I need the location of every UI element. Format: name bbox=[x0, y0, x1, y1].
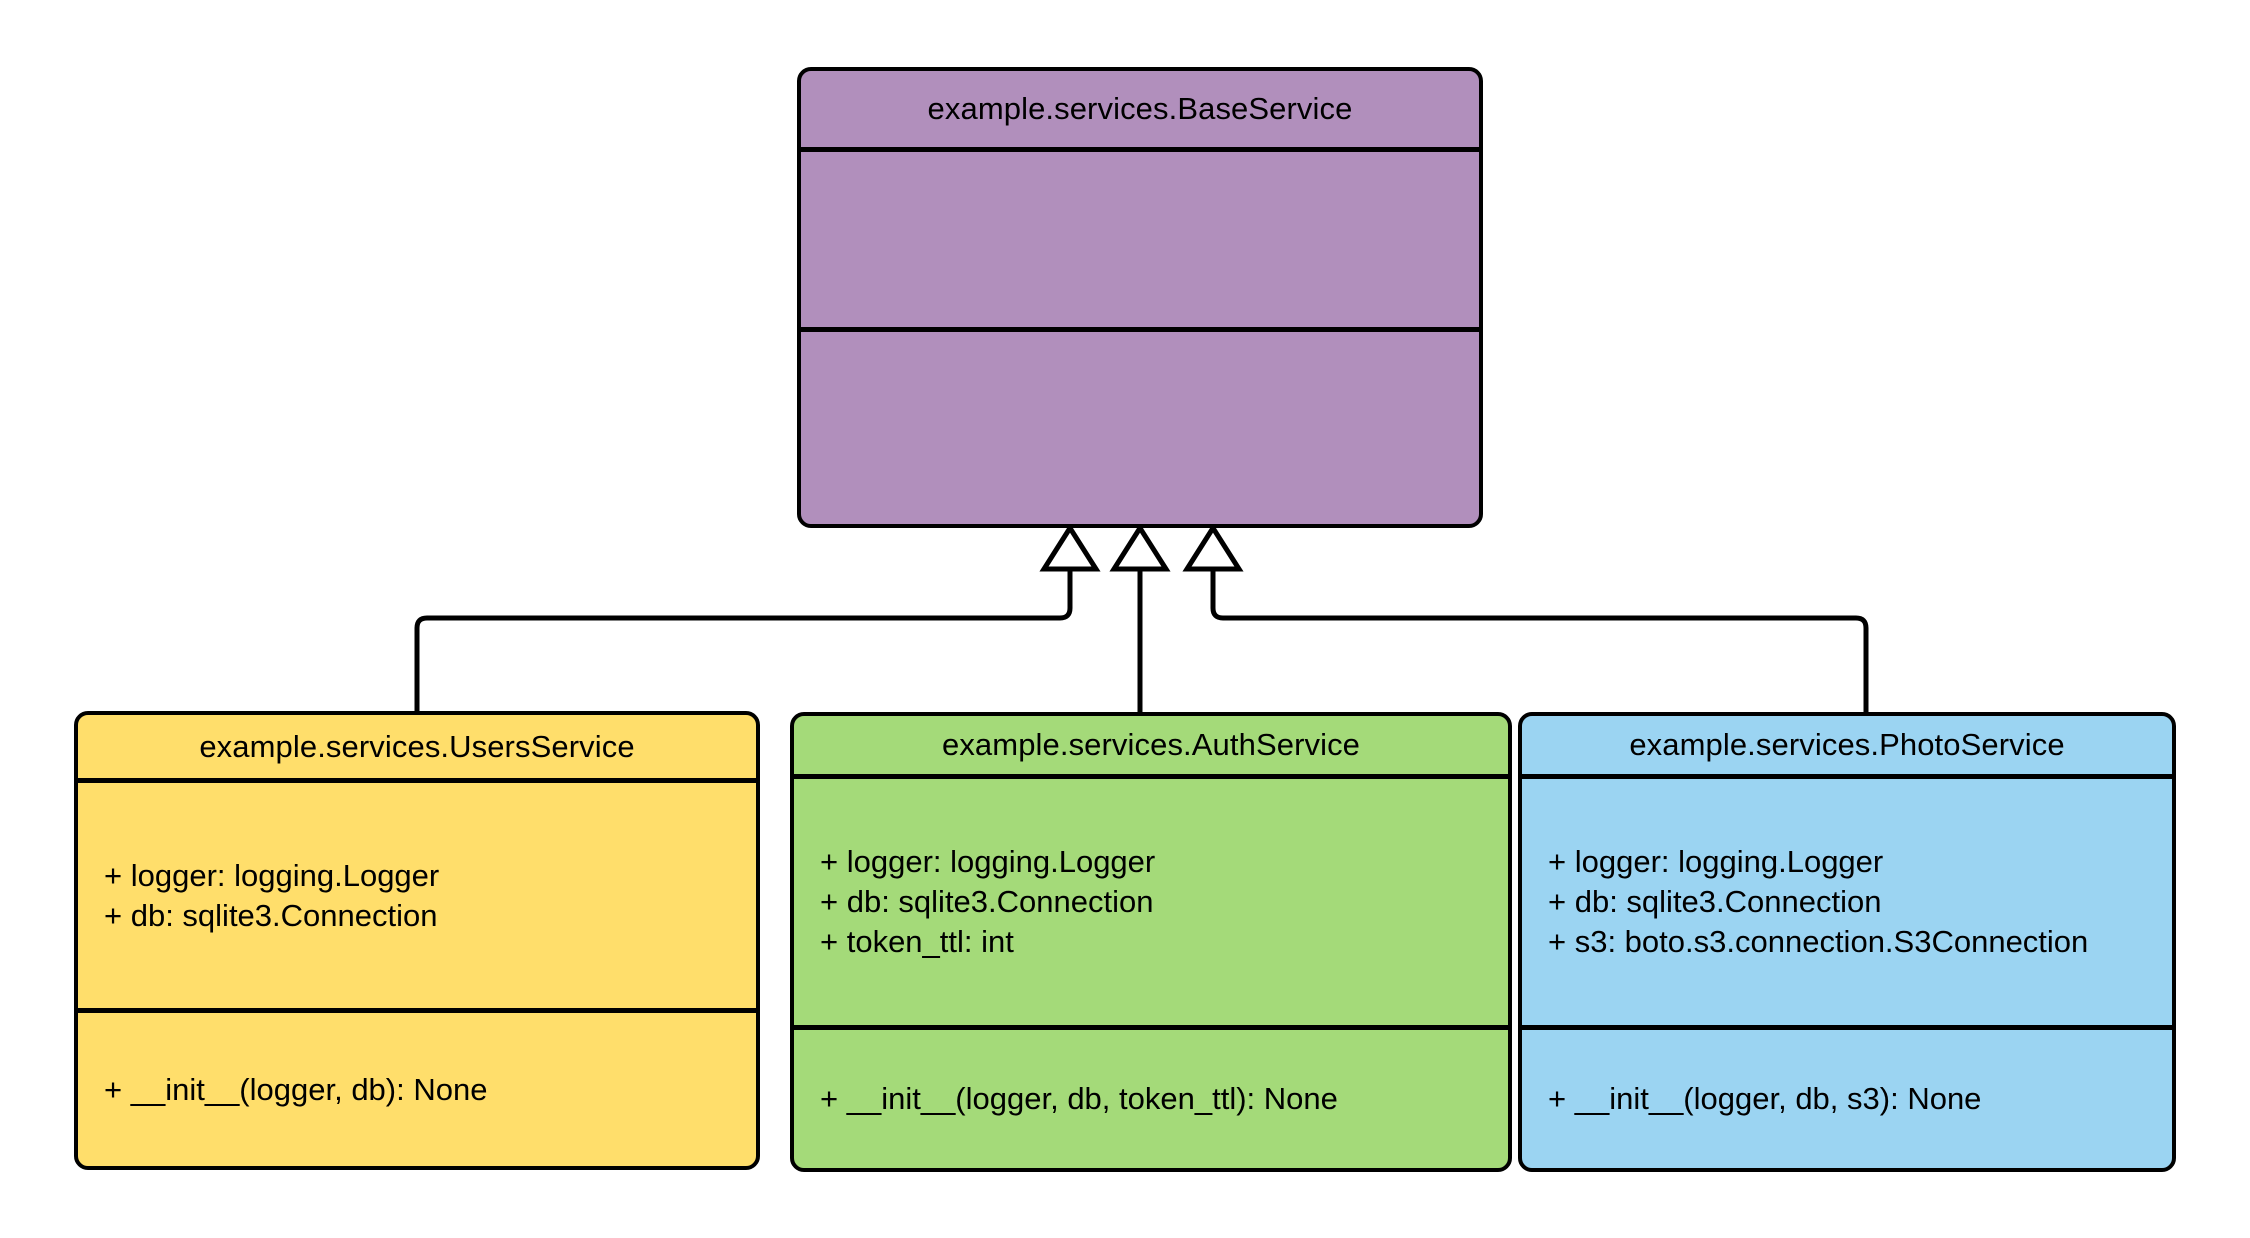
class-name-label: example.services.UsersService bbox=[199, 728, 635, 764]
class-title-compartment: example.services.UsersService bbox=[78, 715, 756, 783]
attribute-row: + s3: boto.s3.connection.S3Connection bbox=[1548, 923, 2089, 959]
class-methods-compartment: + __init__(logger, db): None bbox=[78, 1013, 756, 1166]
uml-class-auth-service[interactable]: example.services.AuthService + logger: l… bbox=[790, 712, 1512, 1172]
class-title-compartment: example.services.BaseService bbox=[801, 71, 1479, 152]
class-methods-compartment: + __init__(logger, db, token_ttl): None bbox=[794, 1030, 1508, 1168]
method-row: + __init__(logger, db): None bbox=[104, 1071, 488, 1107]
class-methods-compartment: + __init__(logger, db, s3): None bbox=[1522, 1030, 2172, 1168]
class-name-label: example.services.AuthService bbox=[941, 727, 1361, 763]
attribute-row: + db: sqlite3.Connection bbox=[104, 897, 438, 933]
edge-users-to-base bbox=[414, 523, 1101, 711]
attribute-row: + logger: logging.Logger bbox=[104, 857, 440, 893]
class-attributes-compartment bbox=[801, 152, 1479, 332]
class-methods-compartment bbox=[801, 332, 1479, 524]
attribute-row: + token_ttl: int bbox=[820, 923, 1014, 959]
uml-class-photo-service[interactable]: example.services.PhotoService + logger: … bbox=[1518, 712, 2176, 1172]
edge-photo-to-base bbox=[1182, 523, 1869, 712]
attribute-row: + db: sqlite3.Connection bbox=[820, 884, 1154, 920]
method-row: + __init__(logger, db, token_ttl): None bbox=[820, 1081, 1338, 1117]
class-name-label: example.services.BaseService bbox=[927, 91, 1353, 127]
attribute-row: + logger: logging.Logger bbox=[820, 844, 1156, 880]
class-attributes-compartment: + logger: logging.Logger + db: sqlite3.C… bbox=[794, 779, 1508, 1030]
class-title-compartment: example.services.AuthService bbox=[794, 716, 1508, 779]
method-row: + __init__(logger, db, s3): None bbox=[1548, 1081, 1982, 1117]
class-title-compartment: example.services.PhotoService bbox=[1522, 716, 2172, 779]
attribute-row: + db: sqlite3.Connection bbox=[1548, 884, 1882, 920]
attribute-row: + logger: logging.Logger bbox=[1548, 844, 1884, 880]
class-name-label: example.services.PhotoService bbox=[1629, 727, 2065, 763]
uml-class-users-service[interactable]: example.services.UsersService + logger: … bbox=[74, 711, 760, 1170]
class-attributes-compartment: + logger: logging.Logger + db: sqlite3.C… bbox=[78, 783, 756, 1013]
edge-auth-to-base bbox=[1109, 523, 1171, 712]
class-attributes-compartment: + logger: logging.Logger + db: sqlite3.C… bbox=[1522, 779, 2172, 1030]
uml-class-base-service[interactable]: example.services.BaseService bbox=[797, 67, 1483, 528]
